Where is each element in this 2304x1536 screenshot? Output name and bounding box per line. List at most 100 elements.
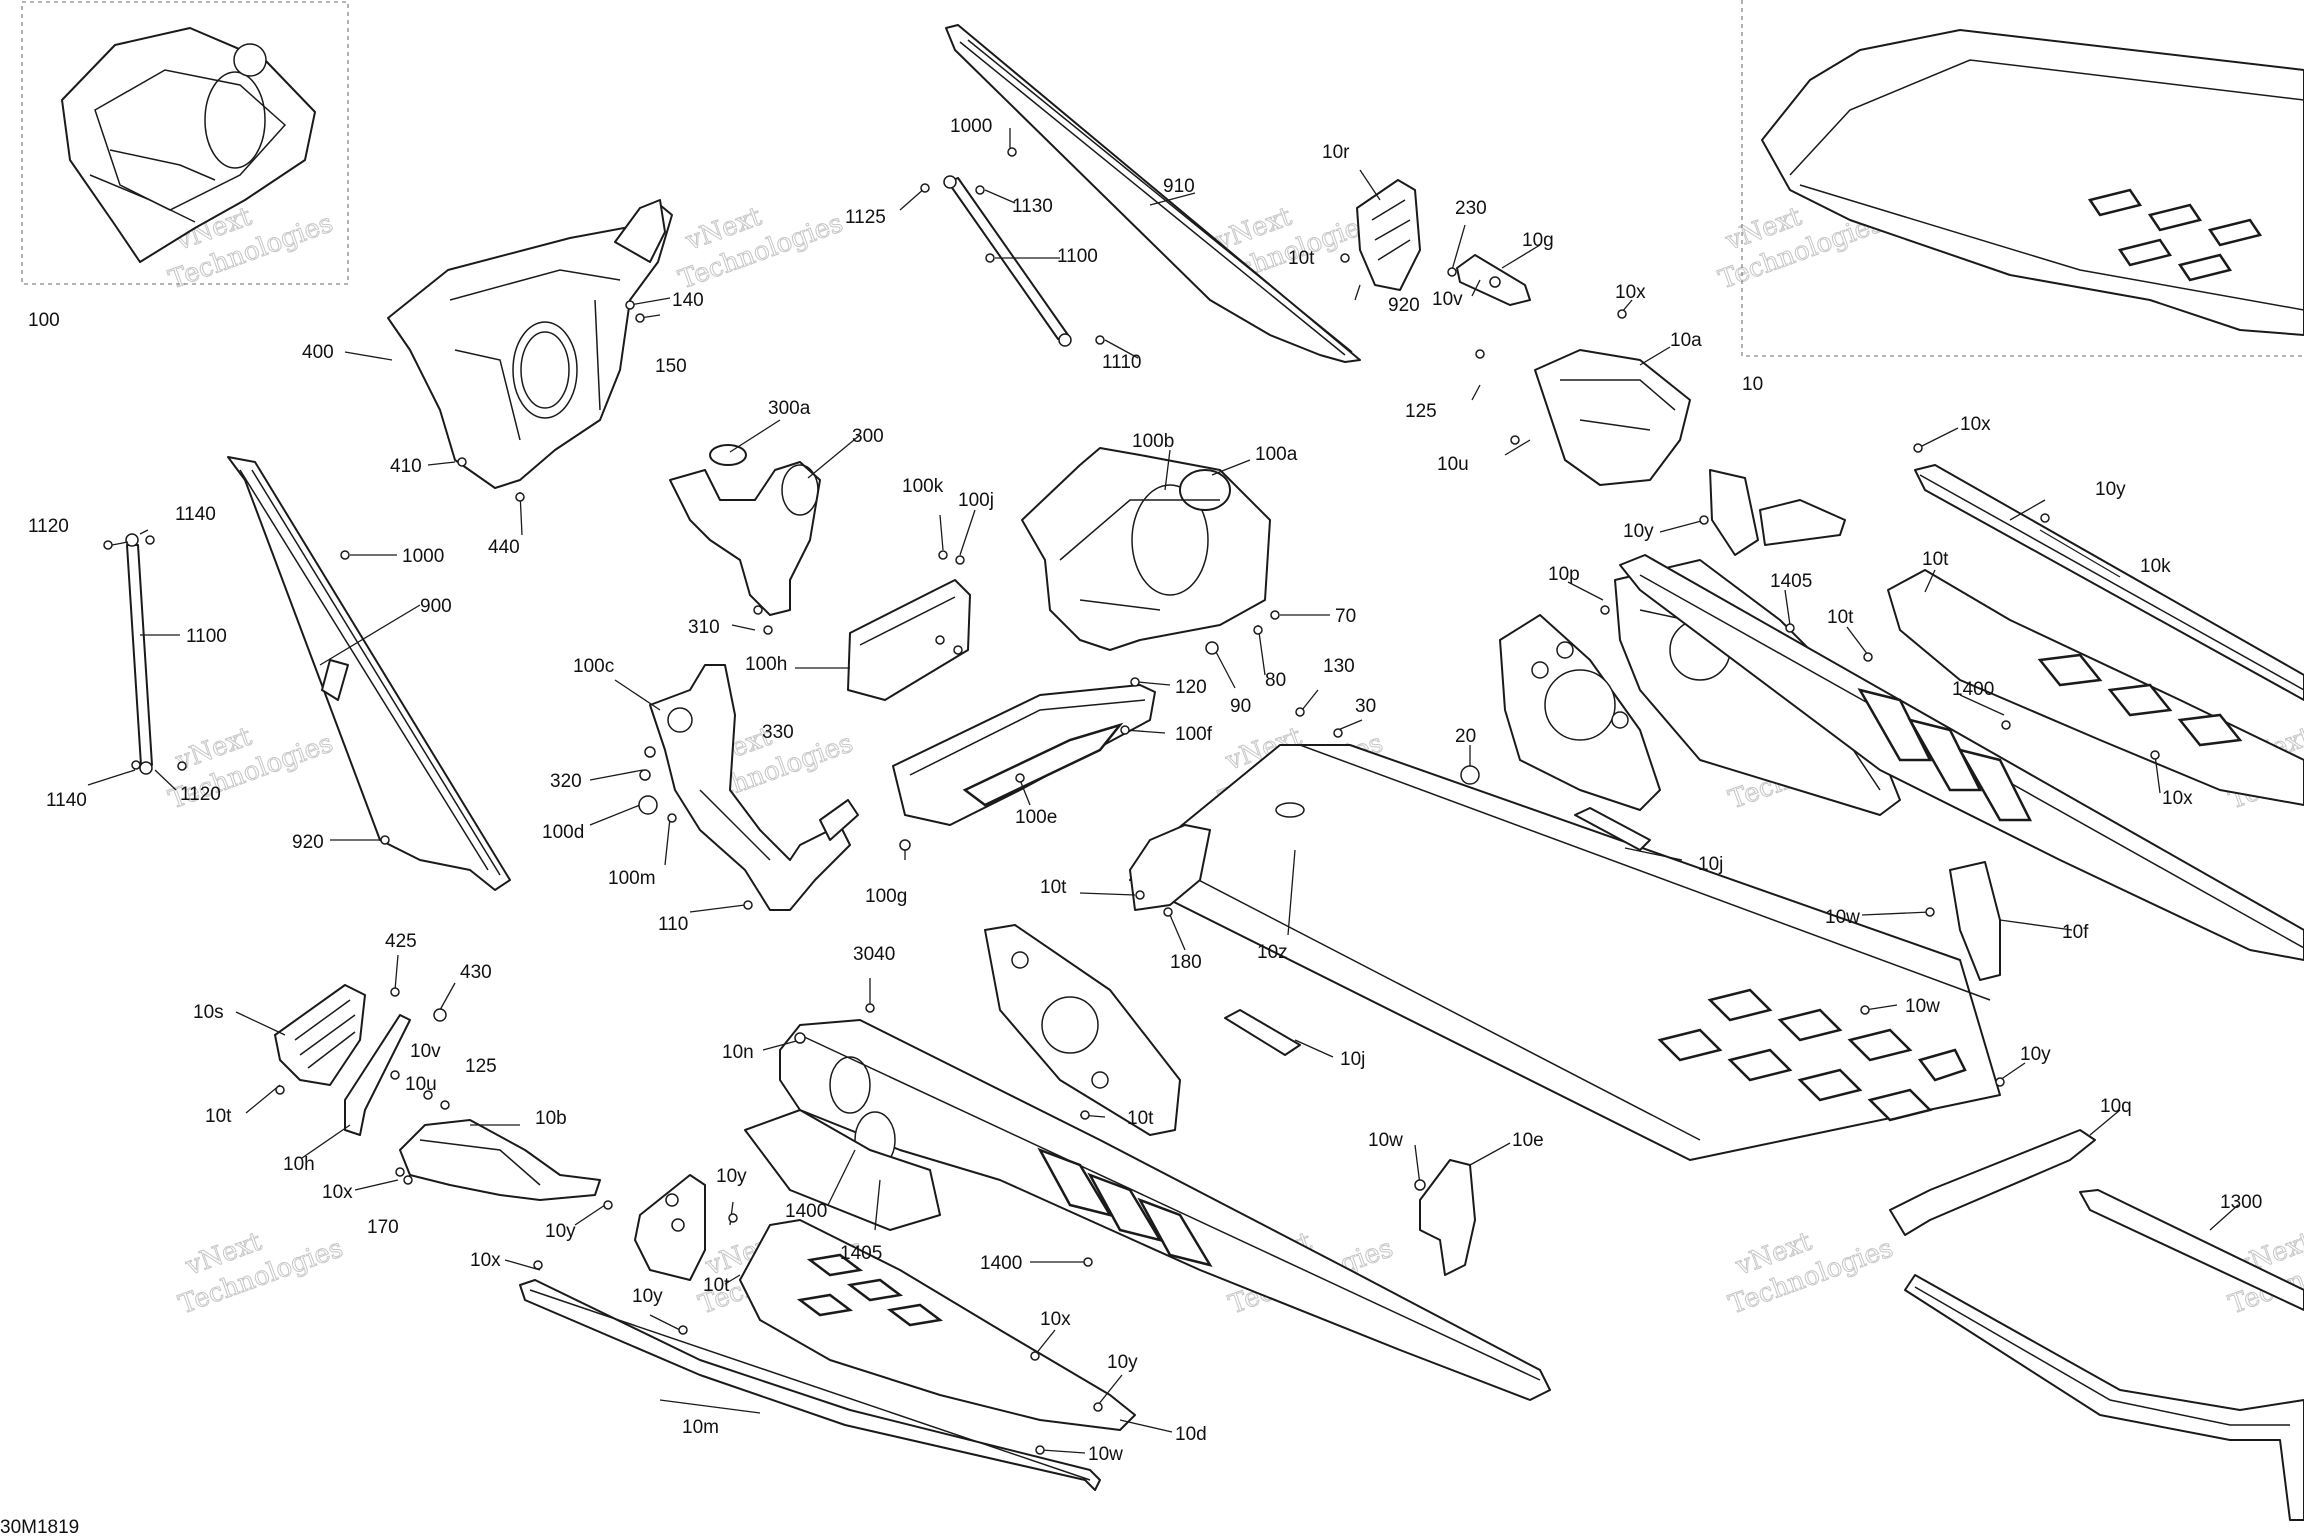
bolt: [1699, 515, 1709, 525]
callout-label: 10t: [1827, 607, 1854, 628]
bolt: [1135, 890, 1145, 900]
callout-label: 10x: [2162, 788, 2193, 809]
callout-label: 80: [1265, 670, 1286, 691]
callout-label: 10t: [1922, 549, 1949, 570]
bolt: [753, 605, 763, 615]
bracket-10e: [1419, 1159, 1476, 1276]
strip-10j-lower: [1224, 1009, 1301, 1056]
callout-label: 100b: [1132, 431, 1174, 452]
callout-label: 10v: [410, 1041, 441, 1062]
bolt: [340, 550, 350, 560]
callout-label: 10s: [193, 1002, 224, 1023]
plate-100h: [847, 579, 971, 701]
callout-label: 1400: [785, 1201, 827, 1222]
callout-label: 10p: [1548, 564, 1580, 585]
bolt: [743, 900, 753, 910]
callout-label: 10y: [545, 1221, 576, 1242]
callout-label: 100j: [958, 490, 994, 511]
bolt: [678, 1325, 688, 1335]
callout-label: 320: [550, 771, 582, 792]
bolt: [2150, 750, 2160, 760]
callout-label: 300a: [768, 398, 811, 419]
bolt: [1035, 1445, 1045, 1455]
callout-label: 1400: [980, 1253, 1022, 1274]
edge-10m: [519, 1279, 1101, 1491]
bolt: [423, 1090, 433, 1100]
callout-label: 10d: [1175, 1424, 1207, 1445]
bolt: [390, 1070, 400, 1080]
callout-label: 10x: [322, 1182, 353, 1203]
document-id: 30M1819: [0, 1517, 79, 1536]
callout-label: 100g: [865, 886, 907, 907]
bolt: [1253, 625, 1263, 635]
callout-label: 1140: [175, 504, 216, 525]
tunnel-assembly-inset: [1761, 29, 2304, 336]
bracket-10f: [1949, 861, 2001, 981]
callout-label: 400: [302, 342, 334, 363]
bolt: [1030, 1351, 1040, 1361]
callout-label: 100c: [573, 656, 614, 677]
callout-label: 10g: [1522, 230, 1554, 251]
bar-10q: [1889, 1129, 2096, 1236]
callout-label: 20: [1455, 726, 1476, 747]
front-frame-400: [387, 199, 673, 489]
bolt: [635, 313, 645, 323]
bolt: [955, 555, 965, 565]
bolt: [1333, 728, 1343, 738]
callout-label: 10w: [1088, 1444, 1123, 1465]
bolt: [1860, 1005, 1870, 1015]
bolt: [1080, 1110, 1090, 1120]
bolt: [1130, 677, 1140, 687]
bolt: [145, 535, 155, 545]
callout-label: 1130: [1012, 196, 1053, 217]
strip-10j-upper: [1574, 807, 1651, 851]
rail-10n-lower: [744, 1019, 1551, 1401]
callout-label: 10v: [1432, 289, 1463, 310]
bolt: [625, 300, 635, 310]
callout-label: 10j: [1698, 854, 1723, 875]
bolt: [920, 183, 930, 193]
callout-label: 1300: [2220, 1192, 2262, 1213]
callout-label: 10n: [722, 1042, 754, 1063]
plate-10y-lower: [634, 1174, 706, 1281]
bolt: [380, 835, 390, 845]
callout-label: 10u: [1437, 454, 1469, 475]
bolt: [1340, 253, 1350, 263]
callout-label: 1100: [186, 626, 227, 647]
rail-10t-right: [1619, 554, 2304, 961]
bolt: [403, 1175, 413, 1185]
callout-label: 10z: [1257, 942, 1288, 963]
bolt: [1095, 335, 1105, 345]
bolt: [644, 746, 656, 758]
bolt: [103, 540, 113, 550]
callout-label: 90: [1230, 696, 1251, 717]
callout-label: 900: [420, 596, 452, 617]
bolt: [1205, 641, 1219, 655]
callout-label: 100k: [902, 476, 944, 497]
callout-label: 180: [1170, 952, 1202, 973]
callout-label: 920: [1388, 295, 1420, 316]
callout-label: 10a: [1670, 330, 1702, 351]
bolt: [639, 769, 651, 781]
bolt: [865, 1003, 875, 1013]
callout-label: 10u: [405, 1074, 437, 1095]
callout-label: 330: [762, 722, 794, 743]
bolt: [1120, 725, 1130, 735]
callout-label: 10f: [2062, 922, 2089, 943]
bolt: [953, 645, 963, 655]
strut-1100-left: [125, 533, 153, 775]
callout-label: 10x: [1960, 414, 1991, 435]
callout-label: 120: [1175, 677, 1207, 698]
bolt: [728, 1213, 738, 1223]
callout-label: 425: [385, 931, 417, 952]
callout-label: 10w: [1368, 1130, 1403, 1151]
bolt: [1007, 147, 1017, 157]
bolt: [1863, 652, 1873, 662]
bolt: [1995, 1077, 2005, 1087]
bolt: [938, 550, 948, 560]
bolt: [1163, 907, 1173, 917]
plate-10y-upper: [1709, 469, 1846, 556]
callout-label: 140: [672, 290, 704, 311]
callout-label: 100: [28, 310, 60, 331]
